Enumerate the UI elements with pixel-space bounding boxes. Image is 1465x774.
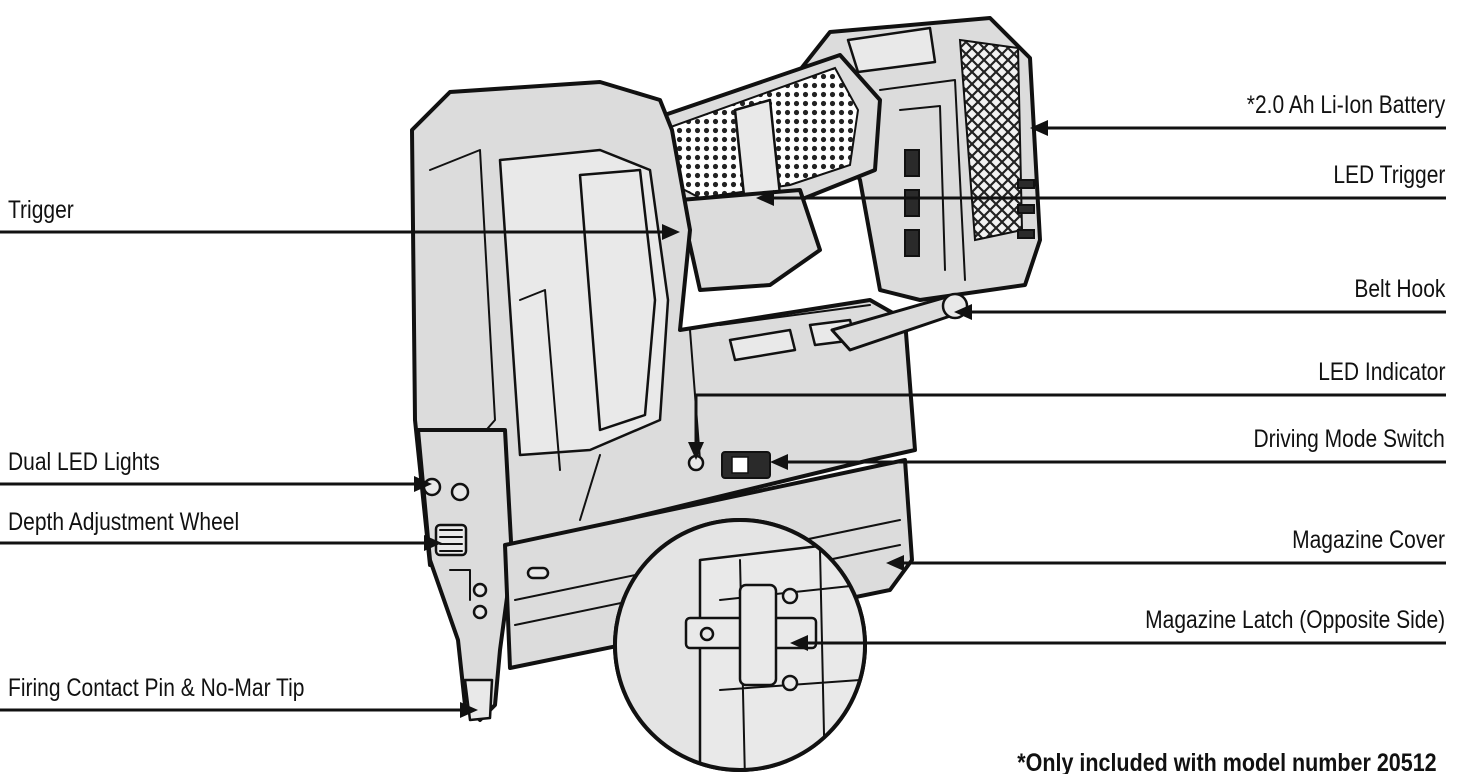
label-trigger: Trigger: [8, 196, 74, 224]
label-dual-led-lights: Dual LED Lights: [8, 448, 160, 476]
footnote: *Only included with model number 20512: [1017, 749, 1437, 774]
label-driving-mode-switch: Driving Mode Switch: [1253, 425, 1445, 453]
housing: [410, 80, 917, 567]
label-led-indicator: LED Indicator: [1317, 358, 1445, 386]
handle: [648, 53, 882, 292]
nose-assembly: [416, 428, 514, 722]
leader-lines-right: [688, 120, 1446, 651]
label-magazine-latch: Magazine Latch (Opposite Side): [1144, 606, 1445, 634]
leader-lines-left: [0, 224, 680, 718]
label-magazine-cover: Magazine Cover: [1292, 526, 1445, 554]
label-depth-adjustment-wheel: Depth Adjustment Wheel: [8, 508, 240, 536]
magazine-latch-detail: [613, 518, 867, 772]
label-firing-contact-pin: Firing Contact Pin & No-Mar Tip: [8, 674, 305, 702]
label-battery: *2.0 Ah Li-Ion Battery: [1246, 91, 1445, 119]
label-belt-hook: Belt Hook: [1353, 275, 1445, 303]
label-led-trigger: LED Trigger: [1332, 161, 1445, 189]
